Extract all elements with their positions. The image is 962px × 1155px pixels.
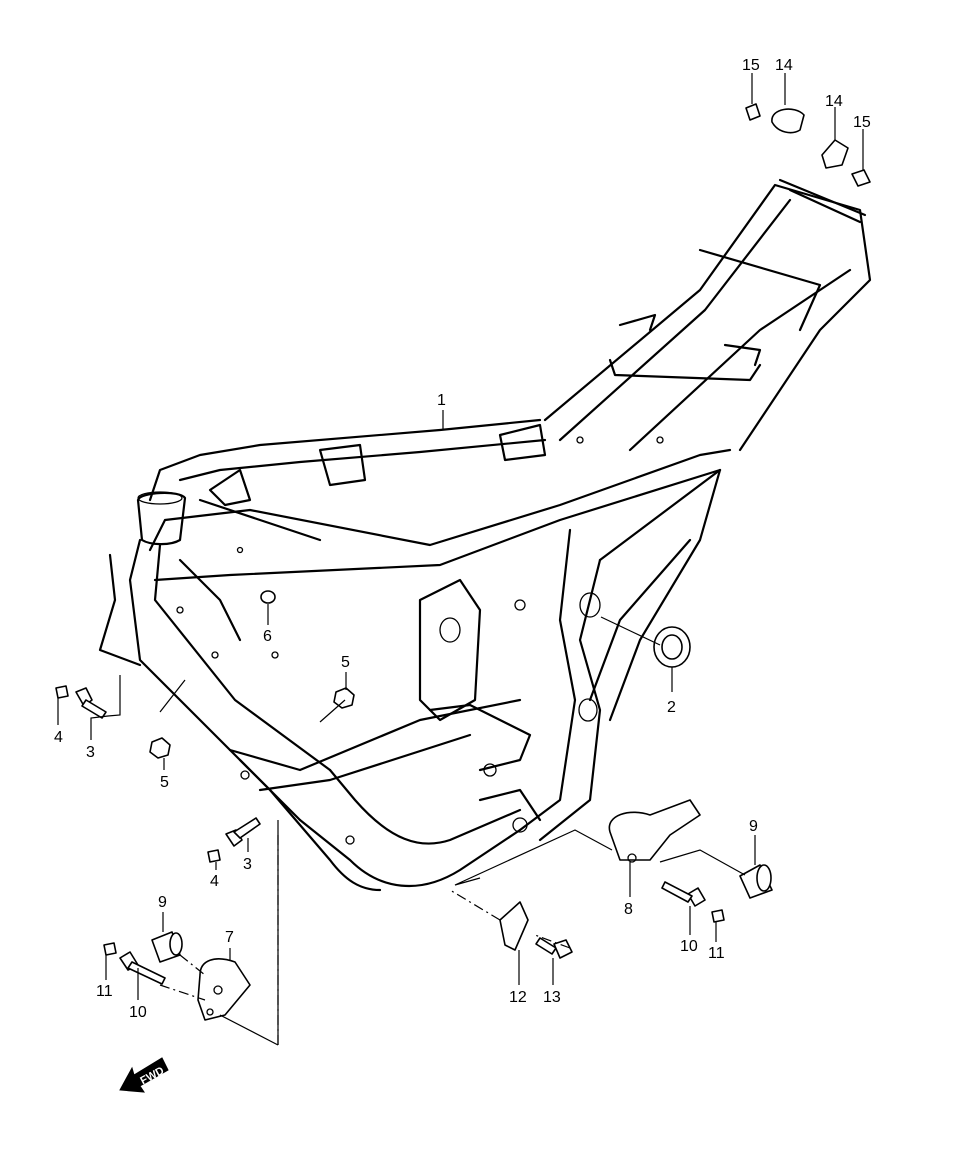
callout-11: 11 — [708, 945, 725, 962]
callout-11: 11 — [96, 983, 113, 1000]
part-14-cover-right — [821, 139, 849, 169]
part-15-bolt-right — [851, 169, 871, 187]
callout-5: 5 — [160, 774, 169, 791]
callout-12: 12 — [509, 989, 527, 1006]
callout-15: 15 — [853, 114, 871, 131]
callout-6: 6 — [263, 628, 272, 645]
callout-3: 3 — [86, 744, 95, 761]
part-8-mount-bracket — [608, 799, 701, 863]
part-5-nut-upper — [333, 687, 355, 709]
callout-8: 8 — [624, 901, 633, 918]
part-9-bushing-right — [739, 864, 773, 899]
callout-4: 4 — [210, 873, 219, 890]
part-7-mount-bracket — [197, 958, 251, 1021]
part-11-cap-left — [103, 942, 117, 956]
part-6-plug — [260, 590, 276, 604]
part-15-bolt-left — [745, 103, 761, 121]
part-9-bushing-left — [151, 931, 183, 963]
callout-1: 1 — [437, 392, 446, 409]
callout-5: 5 — [341, 654, 350, 671]
part-3-bolt-upper — [75, 687, 107, 719]
part-10-bolt-left — [119, 951, 166, 985]
callout-9: 9 — [749, 818, 758, 835]
part-4-cap-lower — [207, 849, 221, 863]
callout-15: 15 — [742, 57, 760, 74]
part-13-bolt — [535, 937, 573, 959]
part-14-cover-left — [771, 108, 805, 134]
callout-14: 14 — [825, 93, 843, 110]
callout-10: 10 — [680, 938, 698, 955]
fwd-arrow-icon: FWD — [119, 1057, 169, 1093]
part-4-cap-upper — [55, 685, 69, 699]
callout-10: 10 — [129, 1004, 147, 1021]
callout-13: 13 — [543, 989, 561, 1006]
part-2-washer — [653, 626, 691, 668]
fwd-label: FWD — [138, 1065, 166, 1087]
callout-2: 2 — [667, 699, 676, 716]
part-5-nut-lower — [149, 737, 171, 759]
part-11-cap-right — [711, 909, 725, 923]
part-3-bolt-lower — [225, 817, 261, 847]
callout-7: 7 — [225, 929, 234, 946]
part-12-clamp — [499, 901, 529, 951]
dash-lines — [159, 835, 571, 1045]
callout-9: 9 — [158, 894, 167, 911]
callout-14: 14 — [775, 57, 793, 74]
callout-3: 3 — [243, 856, 252, 873]
part-10-bolt-right — [661, 881, 706, 907]
leader-lines — [57, 73, 864, 1046]
frame-body — [98, 178, 872, 892]
callout-4: 4 — [54, 729, 63, 746]
